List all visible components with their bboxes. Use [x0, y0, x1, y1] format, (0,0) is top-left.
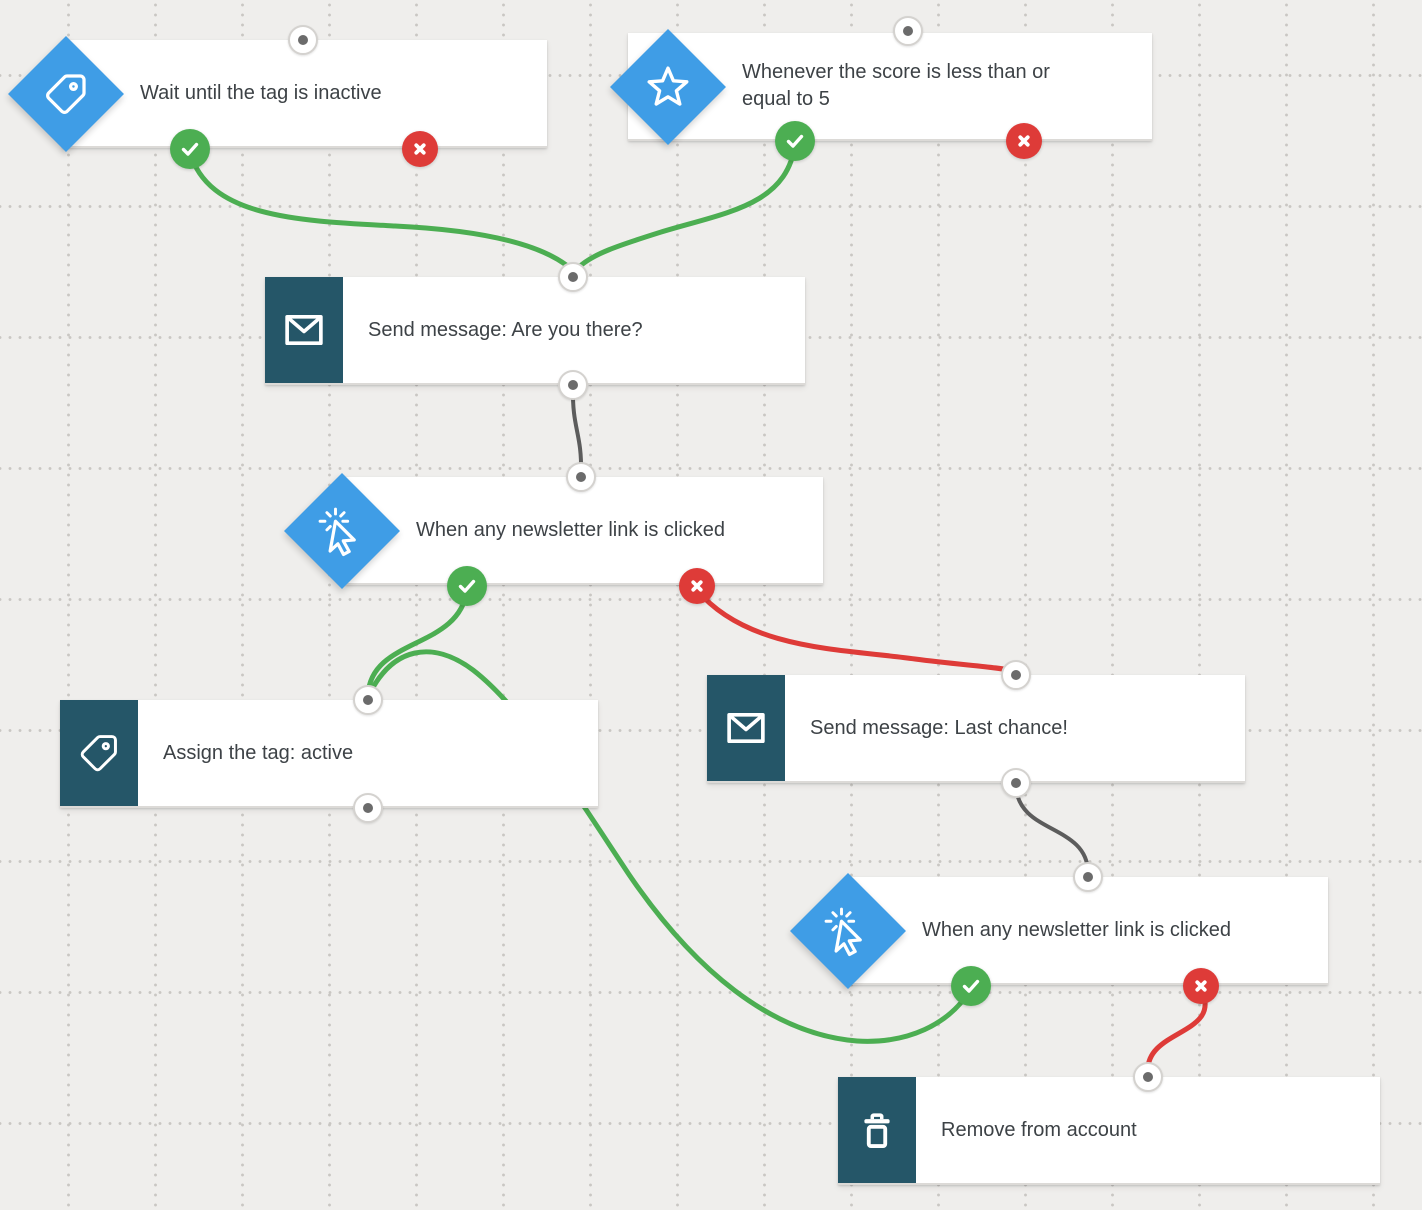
output-port-last-chance[interactable] [1001, 768, 1031, 798]
input-port-newsletter-2[interactable] [1073, 862, 1103, 892]
yes-port-badge[interactable] [447, 566, 487, 606]
no-port-badge[interactable] [679, 568, 715, 604]
no-port-badge[interactable] [1006, 123, 1042, 159]
tag-icon [60, 700, 138, 806]
click-icon [318, 507, 356, 557]
x-icon [691, 580, 703, 592]
x-icon [1195, 980, 1207, 992]
yes-port-badge[interactable] [170, 129, 210, 169]
node-label: When any newsletter link is clicked [416, 518, 726, 541]
node-assign-tag-active[interactable]: Assign the tag: active [60, 700, 598, 808]
edge-newsletter-1-yes-to-assign-tag[interactable] [365, 587, 470, 698]
input-port-assign-tag[interactable] [353, 685, 383, 715]
node-remove-from-account[interactable]: Remove from account [838, 1077, 1380, 1185]
input-port-last-chance[interactable] [1001, 660, 1031, 690]
click-icon [824, 907, 862, 957]
node-label: Remove from account [941, 1118, 1137, 1141]
input-port-wait-tag[interactable] [288, 25, 318, 55]
condition-diamond [284, 473, 400, 589]
mail-icon [265, 277, 343, 383]
output-port-assign-tag[interactable] [353, 793, 383, 823]
node-label: Wait until the tag is inactive [140, 81, 382, 104]
node-label: Send message: Last chance! [810, 716, 1068, 739]
tag-icon [46, 74, 86, 114]
edge-score-yes-to-send-are-you-there[interactable] [575, 141, 798, 271]
input-port-send-are-you-there[interactable] [558, 262, 588, 292]
node-label: Whenever the score is less than or equal… [742, 61, 1050, 110]
trash-icon [838, 1077, 916, 1183]
x-icon [1018, 135, 1030, 147]
edge-newsletter-2-yes-to-assign-tag[interactable] [365, 649, 974, 1044]
condition-diamond [8, 36, 124, 152]
node-newsletter-link-clicked-2[interactable]: When any newsletter link is clicked [845, 877, 1328, 985]
edge-newsletter-1-no-to-last-chance[interactable] [694, 587, 1016, 674]
node-label: When any newsletter link is clicked [922, 918, 1232, 941]
node-label: Assign the tag: active [163, 741, 354, 764]
check-icon [458, 579, 476, 593]
input-port-remove[interactable] [1133, 1062, 1163, 1092]
node-send-last-chance[interactable]: Send message: Last chance! [707, 675, 1245, 783]
yes-port-badge[interactable] [951, 966, 991, 1006]
edge-wait-tag-yes-to-send-are-you-there[interactable] [187, 149, 573, 271]
input-port-score[interactable] [893, 16, 923, 46]
check-icon [786, 134, 804, 148]
output-port-send-are-you-there[interactable] [558, 370, 588, 400]
node-newsletter-link-clicked-1[interactable]: When any newsletter link is clicked [345, 477, 823, 585]
condition-diamond [610, 29, 726, 145]
check-icon [962, 979, 980, 993]
x-icon [414, 143, 426, 155]
condition-diamond [790, 873, 906, 989]
no-port-badge[interactable] [1183, 968, 1219, 1004]
star-icon [647, 66, 689, 106]
node-label: Send message: Are you there? [368, 318, 643, 341]
node-wait-tag-inactive[interactable]: Wait until the tag is inactive [62, 40, 547, 148]
edge-last-chance-to-newsletter-2[interactable] [1014, 784, 1090, 874]
yes-port-badge[interactable] [775, 121, 815, 161]
mail-icon [707, 675, 785, 781]
check-icon [181, 142, 199, 156]
edge-send-are-you-there-to-newsletter-1[interactable] [570, 386, 584, 474]
input-port-newsletter-1[interactable] [566, 462, 596, 492]
no-port-badge[interactable] [402, 131, 438, 167]
node-send-are-you-there[interactable]: Send message: Are you there? [265, 277, 805, 385]
